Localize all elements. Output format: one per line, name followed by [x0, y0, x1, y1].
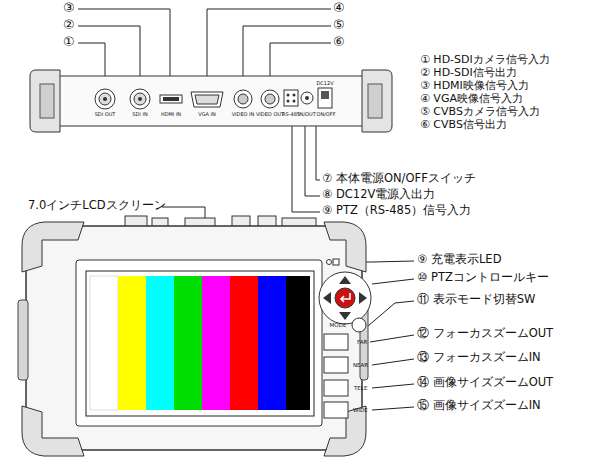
button-label: TELE [354, 385, 367, 391]
legend-text: ③ HDMI映像信号入力 [420, 80, 529, 93]
button-label: WIDE [353, 407, 368, 413]
legend-text: ① HD-SDIカメラ信号入力 [420, 54, 550, 67]
legend-text: ⑥ CVBS信号出力 [420, 119, 507, 132]
callout-number: ① [63, 35, 75, 50]
port-label: HDMI IN [161, 112, 181, 118]
port-label: SDI IN [132, 112, 147, 118]
port-label: RS-485 [282, 112, 300, 118]
callout-number: ② [63, 18, 75, 33]
port-label: DC12V [316, 81, 333, 87]
callout-text: ⑫ フォーカスズームOUT [417, 327, 553, 340]
button-label: MODE [330, 322, 347, 328]
callout-number: ⑤ [333, 18, 345, 33]
legend-text: ② HD-SDI信号出力 [420, 67, 517, 80]
callout-text: ⑩ PTZコントロールキー [417, 271, 549, 284]
port-label: SDI OUT [95, 112, 116, 118]
callout-text: 7.0インチLCDスクリーン [28, 199, 166, 212]
device-top-view [30, 70, 392, 132]
callout-text: ⑨ PTZ（RS-485）信号入力 [322, 204, 471, 217]
callout-number: ⑥ [333, 35, 345, 50]
callout-text: ⑦ 本体電源ON/OFFスイッチ [322, 172, 476, 185]
callout-text: ⑮ 画像サイズズームIN [417, 399, 541, 412]
callout-text: ⑧ DC12V電源入出力 [322, 188, 435, 201]
port-label: VGA IN [198, 112, 216, 118]
port-label: IN/OUT [298, 112, 316, 118]
button-label: NEAR [353, 362, 368, 368]
legend-text: ④ VGA映像信号入力 [420, 93, 523, 106]
legend-text: ⑤ CVBSカメラ信号入力 [420, 106, 540, 119]
port-label: VIDEO OUT [256, 112, 284, 118]
callout-text: ⑨ 充電表示LED [417, 253, 502, 266]
port-label: ON/OFF [316, 112, 335, 118]
callout-number: ④ [333, 1, 345, 16]
callout-text: ⑬ フォーカスズームIN [417, 351, 541, 364]
port-label: VIDEO IN [232, 112, 255, 118]
callout-text: ⑭ 画像サイズズームOUT [417, 376, 553, 389]
callout-text: ⑪ 表示モード切替SW [417, 293, 535, 306]
button-label: FAR [357, 339, 367, 345]
device-front-view [18, 216, 371, 456]
callout-number: ③ [63, 1, 75, 16]
